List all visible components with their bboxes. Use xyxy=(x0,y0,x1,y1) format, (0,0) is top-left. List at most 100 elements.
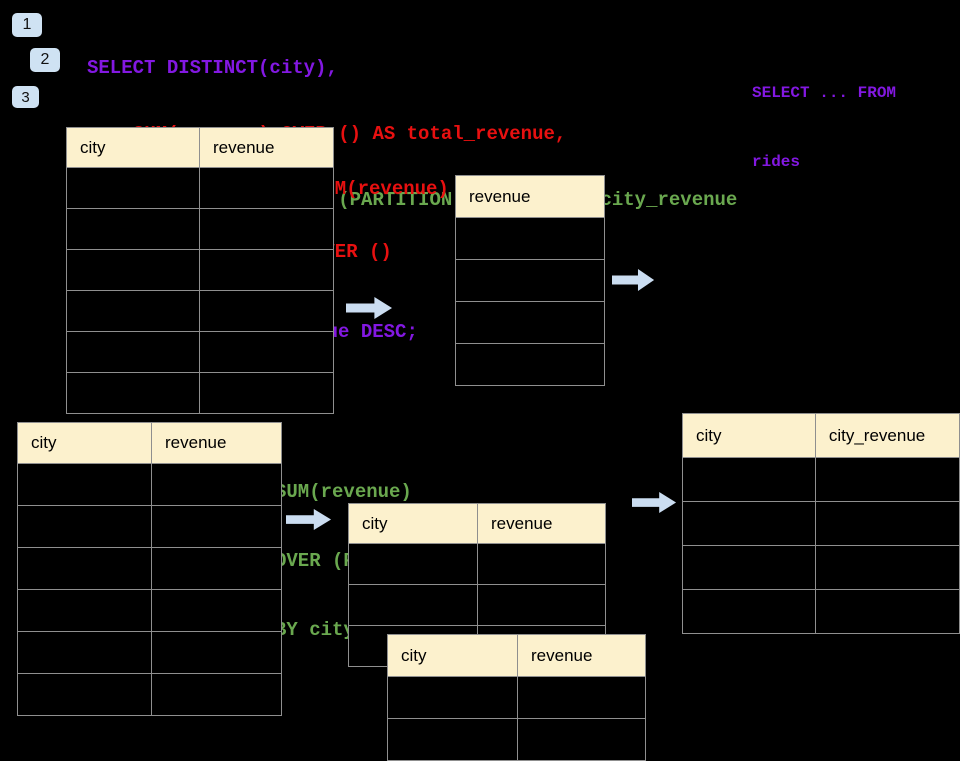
table-row xyxy=(66,290,334,332)
empty-cell xyxy=(151,673,282,716)
table-row xyxy=(455,259,605,302)
empty-cell xyxy=(348,584,478,626)
annotation-partition-line1: SUM(revenue) xyxy=(275,481,412,503)
table-row xyxy=(66,372,334,414)
empty-cell xyxy=(477,543,606,585)
empty-cell xyxy=(348,543,478,585)
table-row xyxy=(66,208,334,250)
empty-cell xyxy=(66,208,200,250)
empty-cell xyxy=(387,718,518,761)
empty-cell xyxy=(151,547,282,590)
empty-cell xyxy=(17,463,152,506)
header-row: revenue xyxy=(455,175,605,218)
table-row xyxy=(17,547,282,590)
column-header-city: city xyxy=(66,127,200,168)
column-header-city_revenue: city_revenue xyxy=(814,413,960,458)
right-arrow-icon xyxy=(346,297,393,319)
empty-cell xyxy=(517,676,646,719)
table-row xyxy=(66,331,334,373)
empty-cell xyxy=(199,331,334,373)
table-row xyxy=(348,584,606,626)
empty-cell xyxy=(199,290,334,332)
empty-cell xyxy=(814,457,960,502)
step-badge-3: 3 xyxy=(12,86,39,108)
empty-cell xyxy=(517,718,646,761)
empty-cell xyxy=(455,259,605,302)
right-arrow-icon xyxy=(632,491,677,514)
side-note-select-from-rides: SELECT ... FROM rides xyxy=(752,36,896,220)
side-note-line1: SELECT ... FROM xyxy=(752,84,897,102)
sql-line-select: SELECT DISTINCT(city), xyxy=(87,57,338,79)
table-row xyxy=(455,343,605,386)
empty-cell xyxy=(455,301,605,344)
table-row xyxy=(387,676,646,719)
column-header-city: city xyxy=(682,413,816,458)
empty-cell xyxy=(151,589,282,632)
empty-cell xyxy=(199,208,334,250)
empty-cell xyxy=(17,631,152,674)
empty-cell xyxy=(682,501,816,546)
table-row xyxy=(682,589,960,634)
annotation-total-line1: SUM(revenue) xyxy=(312,178,449,200)
empty-cell xyxy=(387,676,518,719)
empty-cell xyxy=(682,545,816,590)
column-header-revenue: revenue xyxy=(151,422,282,464)
table-row xyxy=(455,217,605,260)
table-row xyxy=(17,673,282,716)
empty-cell xyxy=(17,589,152,632)
table-row xyxy=(66,167,334,209)
right-arrow-icon xyxy=(612,269,655,291)
table-row xyxy=(17,463,282,506)
sql-window-function-diagram: 1 2 3 SELECT DISTINCT(city), SUM(revenue… xyxy=(12,13,960,761)
table-total-revenue-result: revenue xyxy=(455,175,605,386)
table-row xyxy=(387,718,646,761)
empty-cell xyxy=(17,673,152,716)
empty-cell xyxy=(455,343,605,386)
table-row xyxy=(17,589,282,632)
empty-cell xyxy=(682,589,816,634)
empty-cell xyxy=(814,589,960,634)
empty-cell xyxy=(17,505,152,548)
empty-cell xyxy=(682,457,816,502)
empty-cell xyxy=(814,501,960,546)
table-row xyxy=(17,631,282,674)
step-badge-2: 2 xyxy=(30,48,60,72)
column-header-revenue: revenue xyxy=(517,634,646,677)
empty-cell xyxy=(66,249,200,291)
empty-cell xyxy=(199,372,334,414)
empty-cell xyxy=(814,545,960,590)
column-header-revenue: revenue xyxy=(455,175,605,218)
column-header-city: city xyxy=(17,422,152,464)
column-header-revenue: revenue xyxy=(199,127,334,168)
empty-cell xyxy=(199,167,334,209)
table-row xyxy=(17,505,282,548)
empty-cell xyxy=(66,372,200,414)
column-header-revenue: revenue xyxy=(477,503,606,544)
table-row xyxy=(348,543,606,585)
table-row xyxy=(682,501,960,546)
empty-cell xyxy=(17,547,152,590)
table-row xyxy=(455,301,605,344)
table-row xyxy=(66,249,334,291)
empty-cell xyxy=(151,463,282,506)
column-header-city: city xyxy=(387,634,518,677)
step-badge-1: 1 xyxy=(12,13,42,37)
empty-cell xyxy=(66,290,200,332)
empty-cell xyxy=(66,167,200,209)
empty-cell xyxy=(151,631,282,674)
total-revenue-result-grid: revenue xyxy=(455,175,605,386)
table-row xyxy=(682,545,960,590)
empty-cell xyxy=(455,217,605,260)
empty-cell xyxy=(151,505,282,548)
